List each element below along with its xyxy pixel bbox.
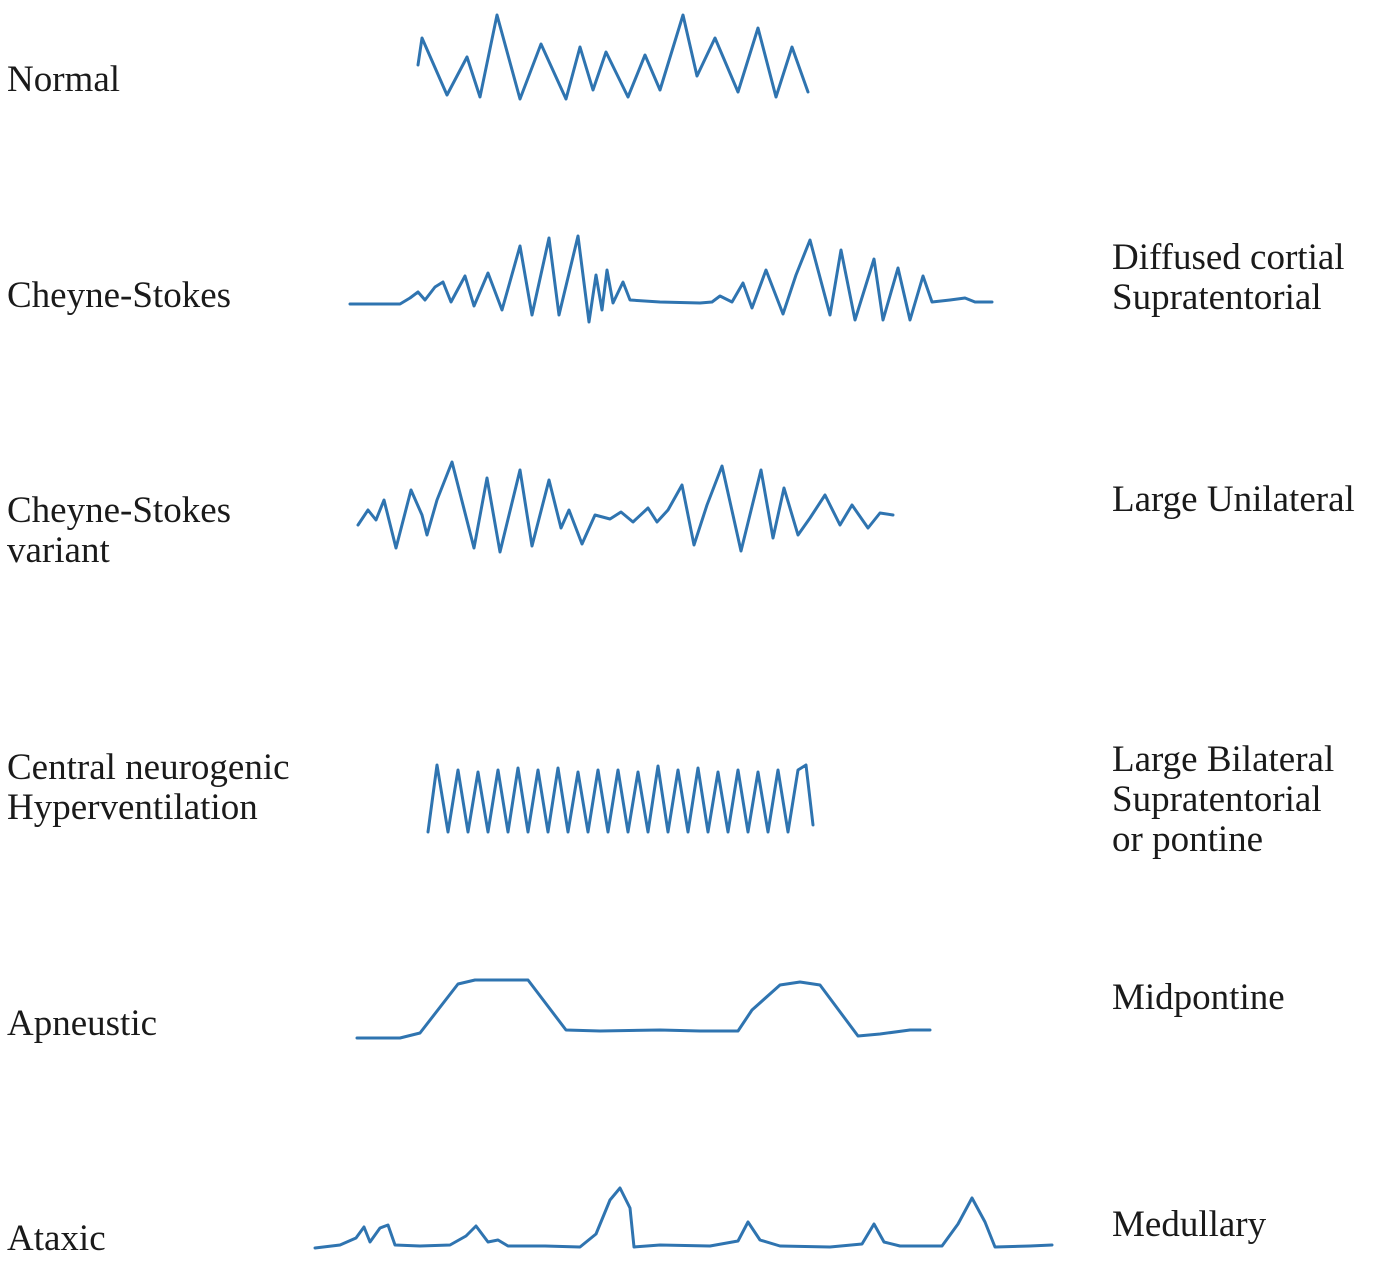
pattern-label-ataxic: Ataxic — [7, 1218, 106, 1259]
pattern-label-cheyne-stokes-variant: Cheyne-Stokes variant — [7, 490, 232, 571]
location-label-central-neurogenic: Large Bilateral Supratentorial or pontin… — [1112, 739, 1335, 860]
pattern-label-apneustic: Apneustic — [7, 1003, 158, 1044]
waveform-apneustic — [355, 978, 932, 1040]
location-label-cheyne-stokes: Diffused cortial Supratentorial — [1112, 237, 1345, 318]
pattern-label-normal: Normal — [7, 59, 121, 100]
waveform-central-neurogenic — [426, 763, 815, 834]
waveform-cheyne-stokes — [348, 234, 994, 324]
location-label-ataxic: Medullary — [1112, 1204, 1267, 1245]
location-label-apneustic: Midpontine — [1112, 977, 1285, 1018]
location-label-cheyne-stokes-variant: Large Unilateral — [1112, 479, 1355, 520]
pattern-label-central-neurogenic: Central neurogenic Hyperventilation — [7, 747, 290, 828]
waveform-ataxic — [313, 1186, 1054, 1250]
waveform-normal — [416, 13, 810, 101]
waveform-cheyne-stokes-variant — [356, 460, 895, 554]
pattern-label-cheyne-stokes: Cheyne-Stokes — [7, 275, 232, 316]
